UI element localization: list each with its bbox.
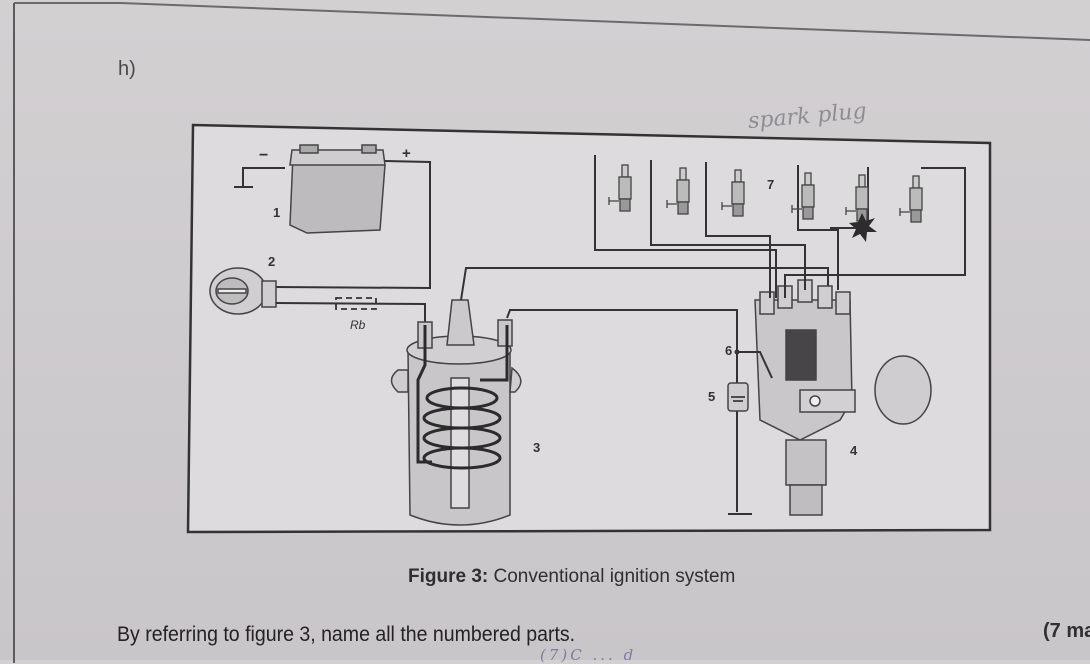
spark-plug-icon-2	[666, 167, 690, 215]
spark-plug-icon-4	[791, 172, 815, 220]
spark-plug-icon-3	[721, 169, 745, 217]
figure-caption: Figure 3: Conventional ignition system	[408, 566, 735, 588]
question-prompt: By referring to figure 3, name all the n…	[117, 623, 576, 646]
spark-plug-icon-6	[899, 175, 923, 223]
spark-plug-icon-1	[608, 164, 632, 212]
ballast-resistor	[335, 297, 377, 310]
part-label-3: 3	[533, 440, 540, 455]
distributor-icon	[754, 279, 932, 516]
page-edge-left	[13, 3, 15, 663]
figure-caption-text: Conventional ignition system	[488, 566, 736, 587]
battery-negative-terminal: −	[259, 147, 268, 164]
resistor-label: Rb	[350, 318, 366, 332]
capacitor-icon	[727, 382, 749, 412]
part-label-4: 4	[850, 443, 858, 458]
question-label: h)	[118, 58, 136, 80]
battery-positive-terminal: +	[402, 145, 411, 162]
handwritten-answer: (7)C ... d	[540, 646, 637, 664]
figure-caption-number: Figure 3:	[408, 566, 489, 587]
ground-symbol-battery	[234, 167, 285, 188]
part-label-5: 5	[708, 389, 715, 404]
spark-icon	[849, 213, 877, 242]
ignition-switch-icon	[209, 267, 277, 315]
contact-breaker-arm	[737, 351, 773, 379]
page-edge-top	[14, 2, 1090, 41]
coil-windings	[416, 325, 509, 470]
question-marks: (7 ma	[1043, 620, 1090, 642]
battery-icon	[289, 144, 386, 234]
ignition-coil-icon	[390, 299, 522, 526]
part-label-7: 7	[767, 177, 774, 192]
part-label-2: 2	[268, 254, 275, 269]
part-label-6: 6	[725, 343, 732, 358]
part-label-1: 1	[273, 205, 280, 220]
ht-leads	[594, 155, 966, 298]
